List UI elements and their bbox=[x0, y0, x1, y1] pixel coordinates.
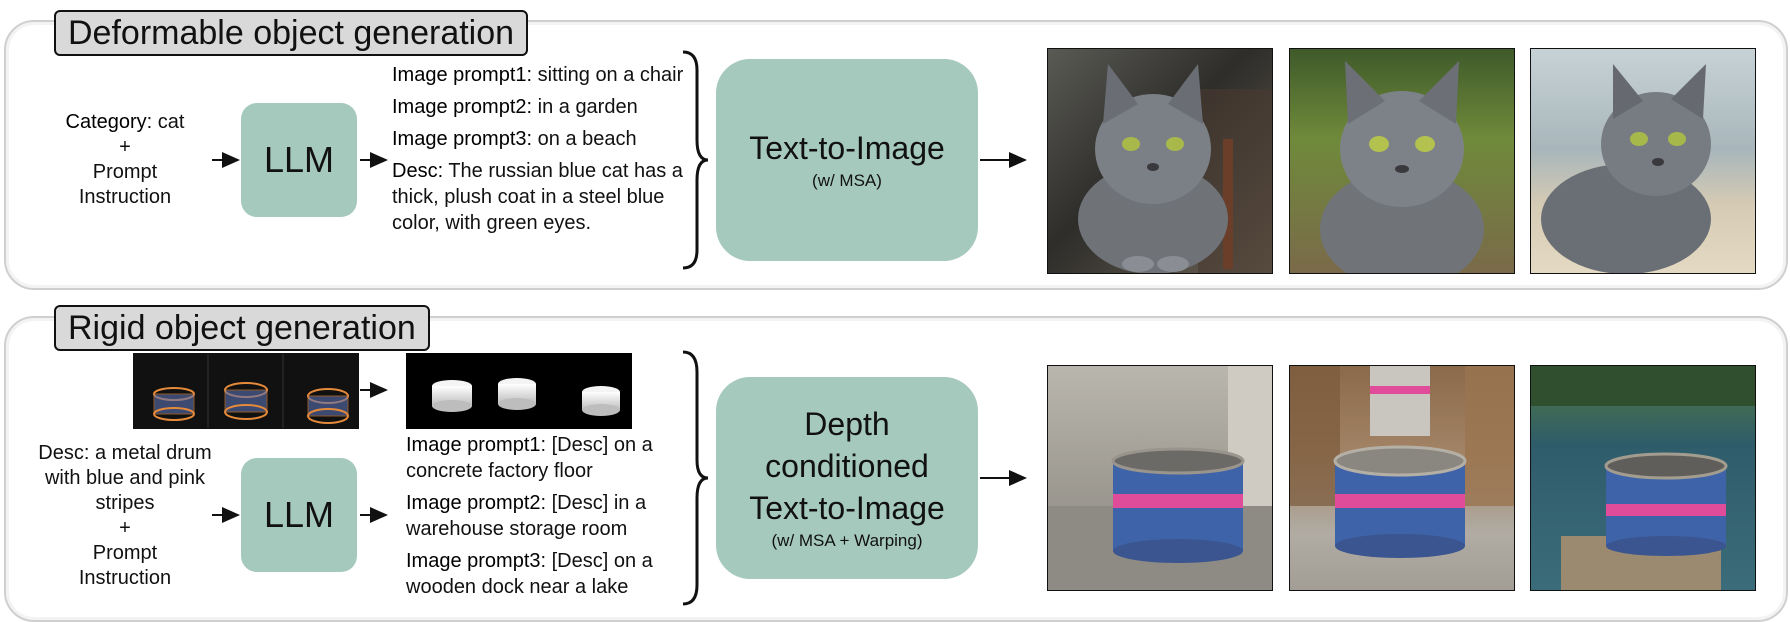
drum-icon bbox=[1531, 366, 1755, 590]
rigid-title: Rigid object generation bbox=[54, 305, 430, 351]
rigid-prompts: Image prompt1: [Desc] on a concrete fact… bbox=[406, 432, 686, 606]
prompt-instruction-line2: Instruction bbox=[78, 567, 172, 589]
desc-label: Desc bbox=[38, 442, 84, 464]
output-image-drum-warehouse bbox=[1289, 365, 1515, 591]
output-image-cat-chair bbox=[1047, 48, 1273, 274]
output-image-drum-dock bbox=[1530, 365, 1756, 591]
drum-mesh-icon bbox=[153, 354, 349, 428]
plus-sign: + bbox=[119, 136, 131, 158]
prompt-item: Image prompt2: in a garden bbox=[392, 96, 638, 118]
prompt-item: Image prompt1: sitting on a chair bbox=[392, 64, 684, 86]
prompt-item: Image prompt2: [Desc] in a warehouse sto… bbox=[406, 492, 647, 540]
depth-maps bbox=[406, 353, 632, 429]
prompt-instruction-line1: Prompt bbox=[92, 542, 158, 564]
llm-box-rigid: LLM bbox=[241, 458, 357, 572]
output-image-cat-beach bbox=[1530, 48, 1756, 274]
deformable-title: Deformable object generation bbox=[54, 10, 529, 56]
generator-subtitle: (w/ MSA) bbox=[812, 171, 882, 190]
text-to-image-box: Text-to-Image (w/ MSA) bbox=[716, 59, 978, 261]
prompt-instruction-line2: Instruction bbox=[78, 186, 172, 208]
drum-icon bbox=[1048, 366, 1272, 590]
depth-text-to-image-box: Depth conditioned Text-to-Image (w/ MSA … bbox=[716, 377, 978, 579]
output-image-cat-garden bbox=[1289, 48, 1515, 274]
llm-label: LLM bbox=[263, 494, 335, 535]
output-image-drum-factory bbox=[1047, 365, 1273, 591]
cat-icon bbox=[1541, 64, 1711, 273]
prompt-instruction-line1: Prompt bbox=[92, 161, 158, 183]
desc-item: Desc: The russian blue cat has a thick, … bbox=[392, 160, 683, 234]
prompt-item: Image prompt3: on a beach bbox=[392, 128, 637, 150]
prompt-item: Image prompt1: [Desc] on a concrete fact… bbox=[406, 434, 653, 482]
cat-icon bbox=[1078, 64, 1272, 273]
generator-title-line3: Text-to-Image bbox=[749, 490, 945, 526]
drum-mesh-renders bbox=[133, 353, 359, 429]
rigid-input: Desc: a metal drum with blue and pink st… bbox=[30, 441, 220, 591]
category-value: : cat bbox=[146, 111, 185, 133]
generator-title-line2: conditioned bbox=[765, 448, 929, 484]
deformable-input: Category: cat + Prompt Instruction bbox=[40, 110, 210, 210]
plus-sign: + bbox=[119, 517, 131, 539]
generator-title-line1: Depth bbox=[804, 406, 890, 442]
cat-icon bbox=[1320, 61, 1484, 273]
prompt-item: Image prompt3: [Desc] on a wooden dock n… bbox=[406, 550, 653, 598]
deformable-prompts: Image prompt1: sitting on a chair Image … bbox=[392, 62, 687, 242]
llm-label: LLM bbox=[263, 139, 335, 180]
generator-subtitle: (w/ MSA + Warping) bbox=[771, 531, 923, 550]
desc-text: : a metal drum with blue and pink stripe… bbox=[44, 442, 212, 514]
drum-icon bbox=[1290, 366, 1514, 558]
category-label: Category bbox=[65, 111, 147, 133]
llm-box-deformable: LLM bbox=[241, 103, 357, 217]
depth-map-icon bbox=[432, 378, 620, 416]
generator-title: Text-to-Image bbox=[749, 130, 945, 166]
